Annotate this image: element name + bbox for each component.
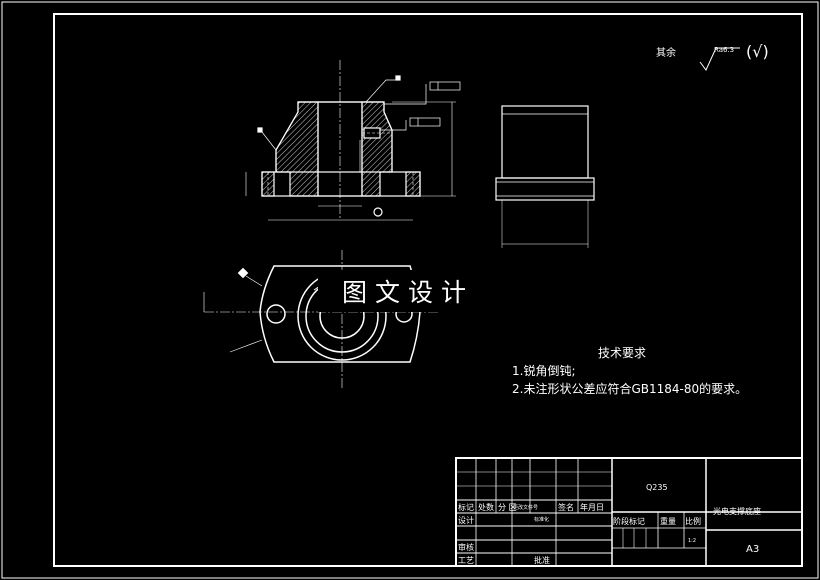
watermark: 图文设计 (318, 270, 498, 312)
tb-review: 审核 (458, 542, 474, 552)
tb-change-doc: 更改文件号 (513, 504, 538, 511)
front-section-view (245, 60, 461, 221)
inner-frame (53, 13, 803, 567)
tb-date: 年月日 (580, 502, 604, 512)
roughness-check: (√) (746, 42, 769, 61)
roughness-note: 其余 Ra6.3 (√) (656, 42, 769, 61)
tb-part-name: 光电支撑底座 (713, 506, 761, 516)
tech-req-item-2: 2.未注形状公差应符合GB1184-80的要求。 (512, 382, 748, 396)
tb-sheet-size: A3 (746, 544, 759, 555)
tb-scale: 1:2 (688, 538, 696, 544)
tb-process: 工艺 (458, 556, 474, 565)
tb-count: 处数 (478, 502, 494, 512)
tb-material: Q235 (646, 483, 668, 492)
tech-req-item-1: 1.锐角倒钝; (512, 364, 576, 378)
tb-zone: 分 区 (498, 503, 517, 512)
tb-signature: 签名 (558, 502, 574, 512)
tb-scale-label: 比例 (685, 516, 701, 526)
tb-mark: 标记 (458, 502, 474, 512)
tb-stage-mark: 阶段标记 (613, 516, 645, 526)
tb-weight: 重量 (660, 516, 676, 526)
tb-approve: 批准 (534, 555, 550, 565)
tb-standardize: 标准化 (534, 516, 549, 523)
side-view (495, 105, 595, 248)
tech-req-title: 技术要求 (598, 346, 647, 360)
roughness-value: Ra6.3 (714, 46, 735, 54)
title-block-grid (455, 457, 803, 567)
tb-design: 设计 (458, 515, 474, 525)
roughness-rest-label: 其余 (656, 48, 676, 59)
roughness-symbol-icon (699, 47, 740, 71)
